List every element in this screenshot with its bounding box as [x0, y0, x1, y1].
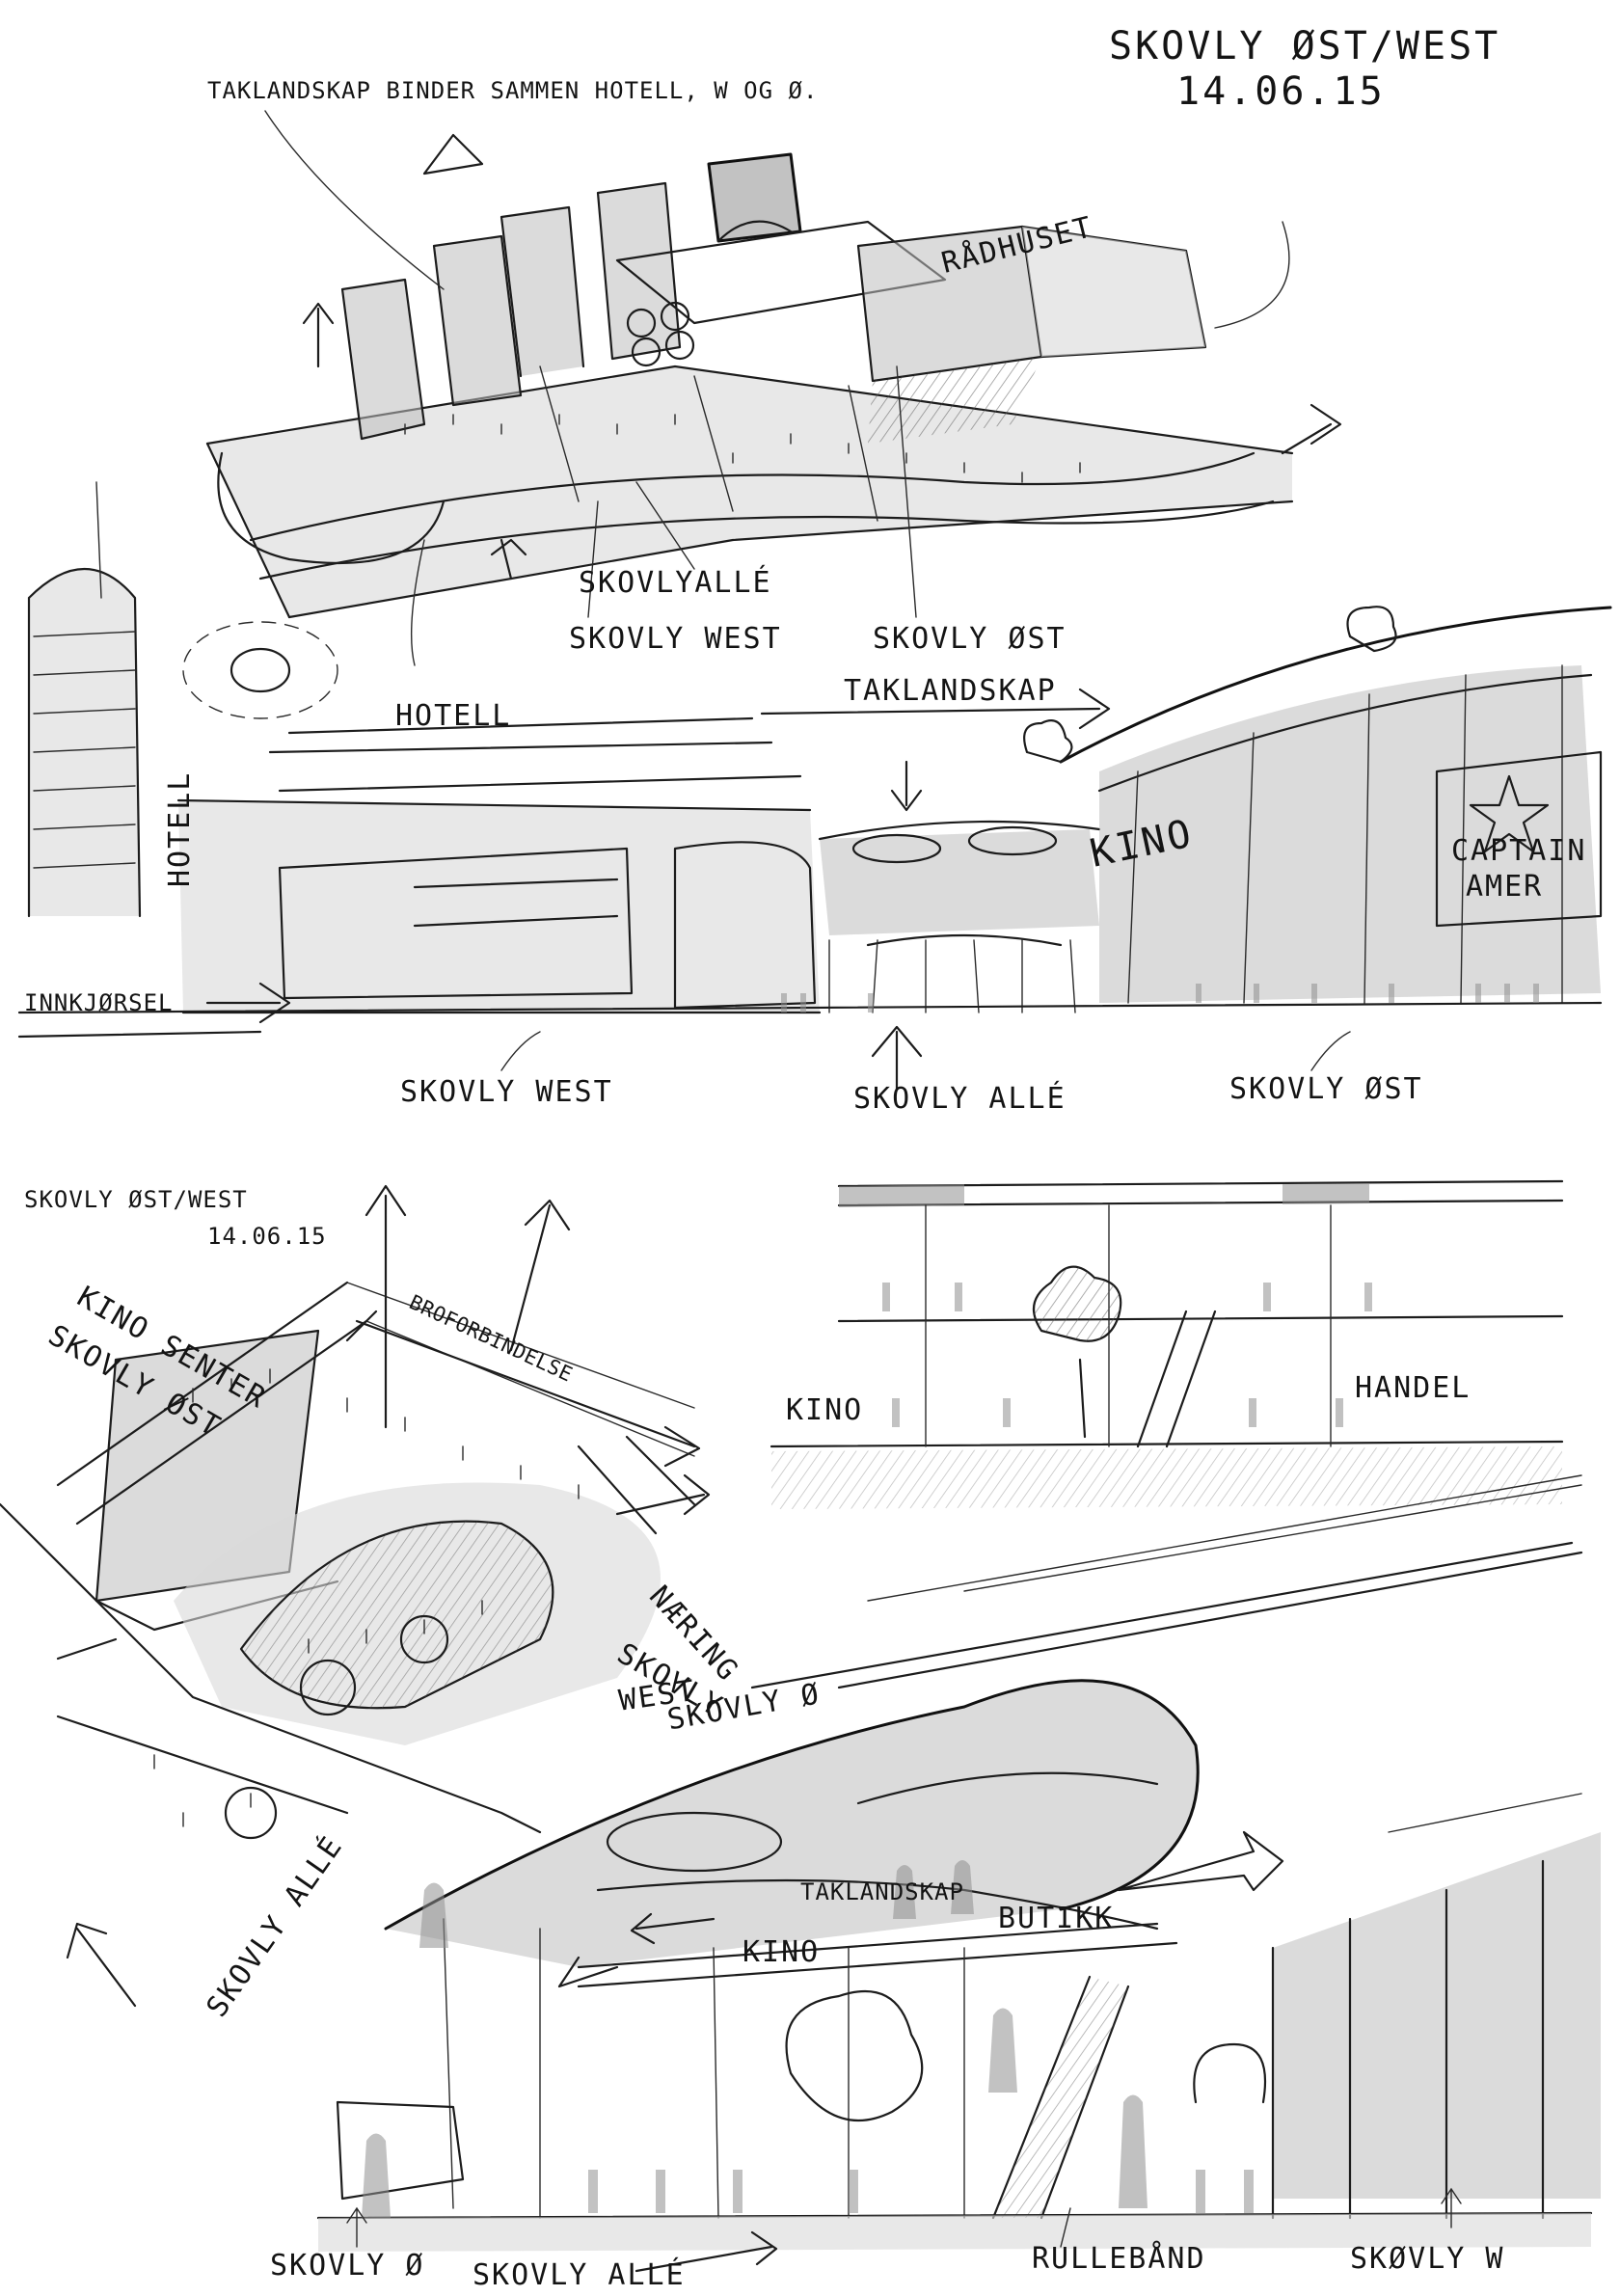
- top-date: 14.06.15: [1176, 69, 1386, 114]
- label-section-handel: HANDEL: [1355, 1371, 1472, 1405]
- label-skovly-w: SKØVLY W: [1350, 2242, 1505, 2276]
- bottom-title: SKOVLY ØST/WEST: [24, 1186, 248, 1213]
- label-perspective-taklandskap: TAKLANDSKAP: [800, 1878, 964, 1905]
- top-note: TAKLANDSKAP BINDER SAMMEN HOTELL, W OG Ø…: [207, 77, 819, 104]
- label-top-skovly-ost: SKOVLY ØST: [873, 622, 1066, 656]
- label-mid-skovly-alle: SKOVLY ALLÉ: [853, 1082, 1066, 1116]
- label-top-skovly-alle: SKOVLYALLÉ: [579, 566, 772, 600]
- label-skovly-alle-bottom: SKOVLY ALLÉ: [472, 2258, 686, 2292]
- label-section-kino: KINO: [786, 1393, 864, 1427]
- bottom-date: 14.06.15: [207, 1223, 327, 1250]
- bottom-right-section: [770, 1179, 1564, 1509]
- label-captain: CAPTAIN: [1451, 834, 1587, 868]
- top-title: SKOVLY ØST/WEST: [1109, 24, 1501, 68]
- label-butikk: BUTIKK: [998, 1902, 1115, 1935]
- label-america: AMER: [1466, 870, 1544, 904]
- label-innkjorsel: INNKJØRSEL: [24, 989, 174, 1016]
- label-rullebond: RULLEBÅND: [1032, 2242, 1206, 2276]
- label-mid-skovly-west: SKOVLY WEST: [400, 1075, 613, 1109]
- top-axonometric-sketch: [205, 110, 1342, 666]
- bottom-left-axonometric: [0, 1184, 711, 2008]
- bottom-perspective: [316, 1474, 1601, 2273]
- middle-elevation-sketch: [17, 481, 1612, 1092]
- label-top-skovly-west: SKOVLY WEST: [569, 622, 782, 656]
- label-taklandskap: TAKLANDSKAP: [844, 674, 1057, 708]
- label-hotell-vertical: HOTELL: [163, 770, 197, 887]
- label-skovly-o: SKOVLY Ø: [270, 2249, 425, 2282]
- label-mid-skovly-ost: SKOVLY ØST: [1229, 1072, 1423, 1106]
- label-top-hotell: HOTELL: [395, 699, 512, 733]
- label-perspective-kino: KINO: [742, 1935, 821, 1969]
